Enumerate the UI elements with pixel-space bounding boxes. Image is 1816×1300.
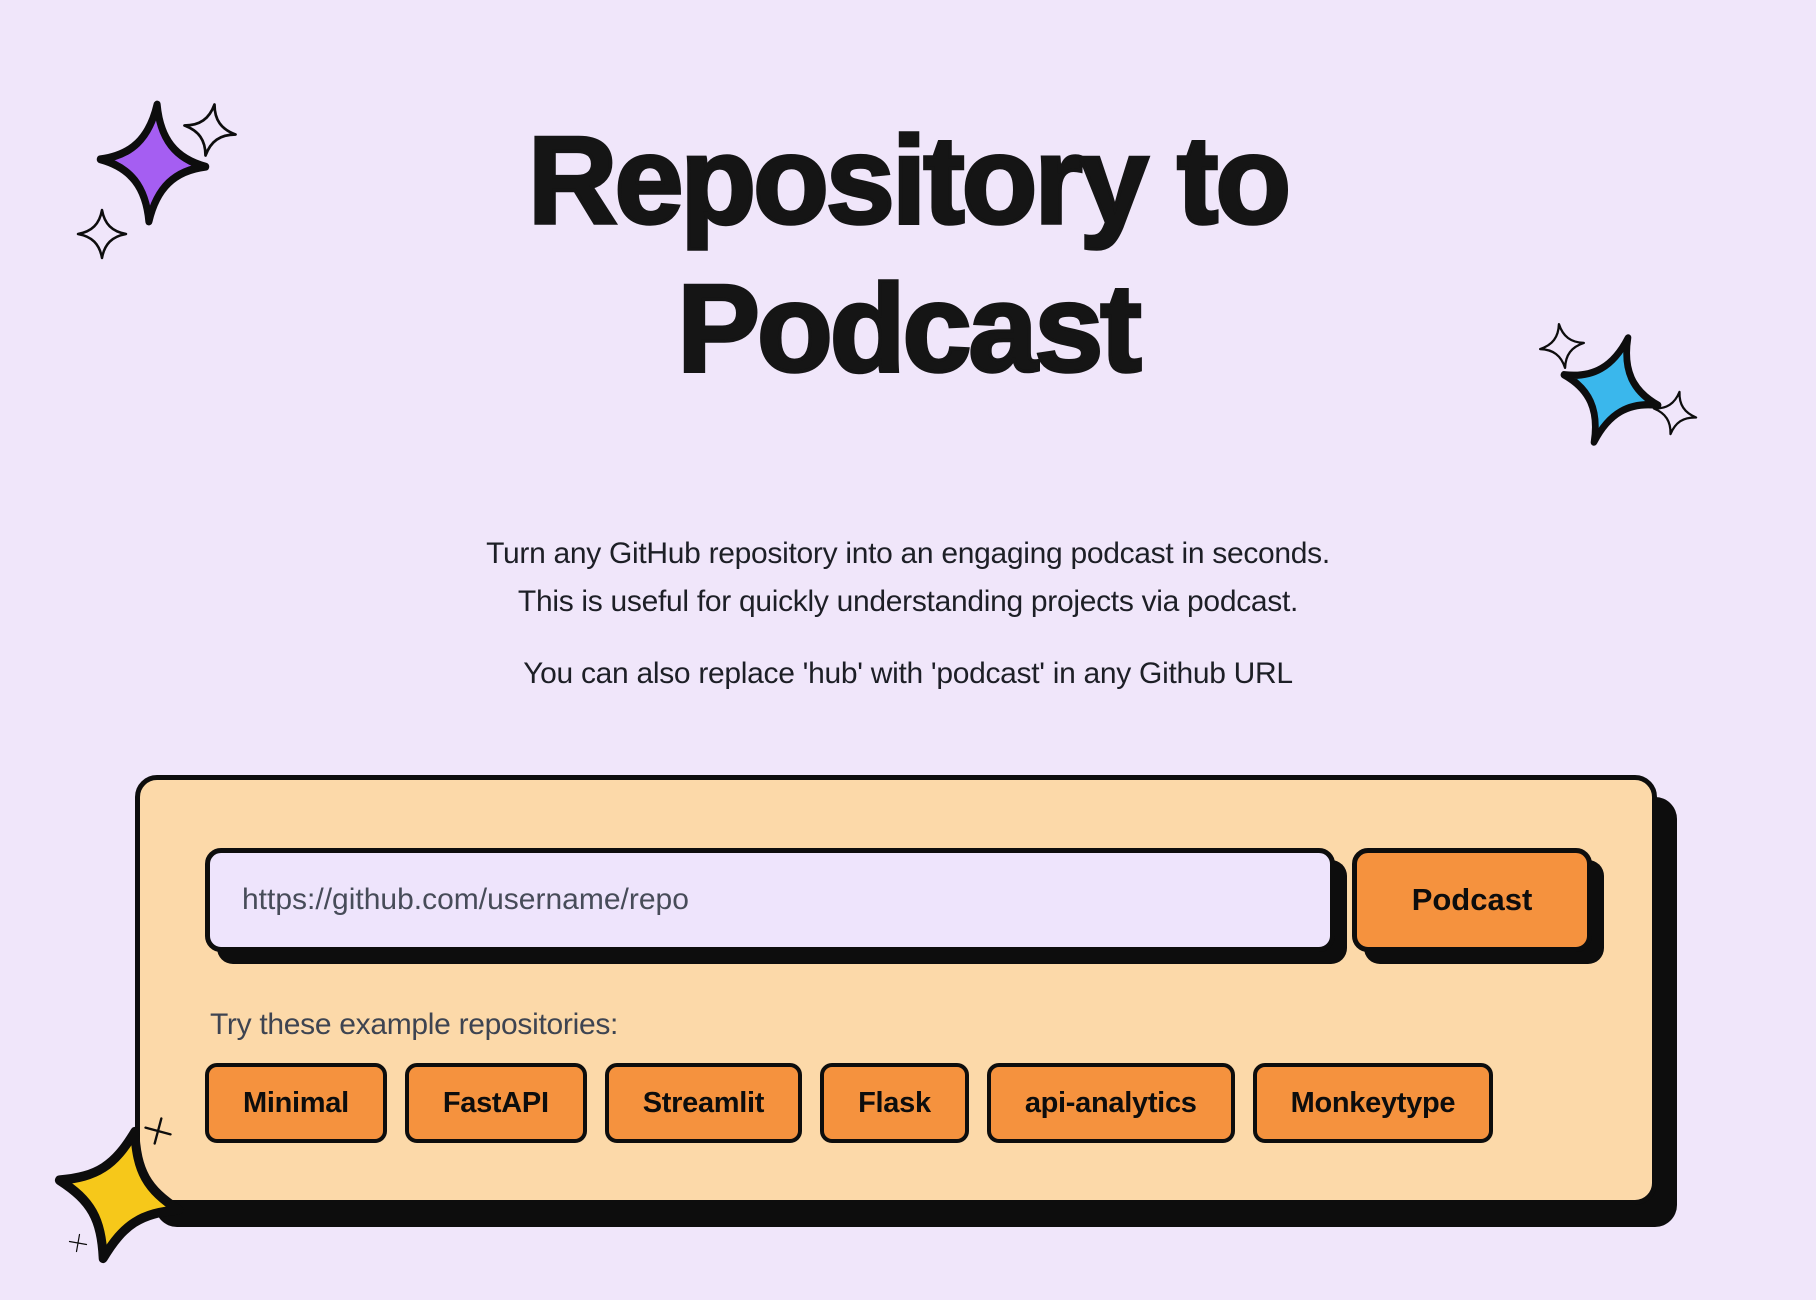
example-repo-button-streamlit[interactable]: Streamlit — [604, 1063, 803, 1143]
example-repo-button-flask[interactable]: Flask — [820, 1063, 969, 1143]
podcast-button[interactable]: Podcast — [1352, 848, 1592, 952]
intro-tip: You can also replace 'hub' with 'podcast… — [0, 650, 1816, 698]
example-repo-button-minimal[interactable]: Minimal — [205, 1063, 387, 1143]
page-title-line1: Repository to — [526, 110, 1293, 251]
repo-url-input[interactable] — [205, 848, 1335, 952]
intro-line-3: You can also replace 'hub' with 'podcast… — [523, 657, 1293, 690]
example-repo-button-fastapi[interactable]: FastAPI — [404, 1063, 587, 1143]
intro-paragraph: Turn any GitHub repository into an engag… — [0, 530, 1816, 626]
example-repo-button-monkeytype[interactable]: Monkeytype — [1252, 1063, 1494, 1143]
podcast-form-card: Podcast Try these example repositories: … — [135, 775, 1657, 1205]
example-repos-row: Minimal FastAPI Streamlit Flask api-anal… — [205, 1063, 1494, 1143]
page-title: Repository to Podcast — [0, 108, 1816, 403]
page-title-line2: Podcast — [676, 258, 1144, 399]
example-repo-button-api-analytics[interactable]: api-analytics — [986, 1063, 1235, 1143]
intro-line-1: Turn any GitHub repository into an engag… — [486, 537, 1330, 570]
examples-label: Try these example repositories: — [210, 1008, 619, 1041]
intro-line-2: This is useful for quickly understanding… — [517, 585, 1299, 618]
